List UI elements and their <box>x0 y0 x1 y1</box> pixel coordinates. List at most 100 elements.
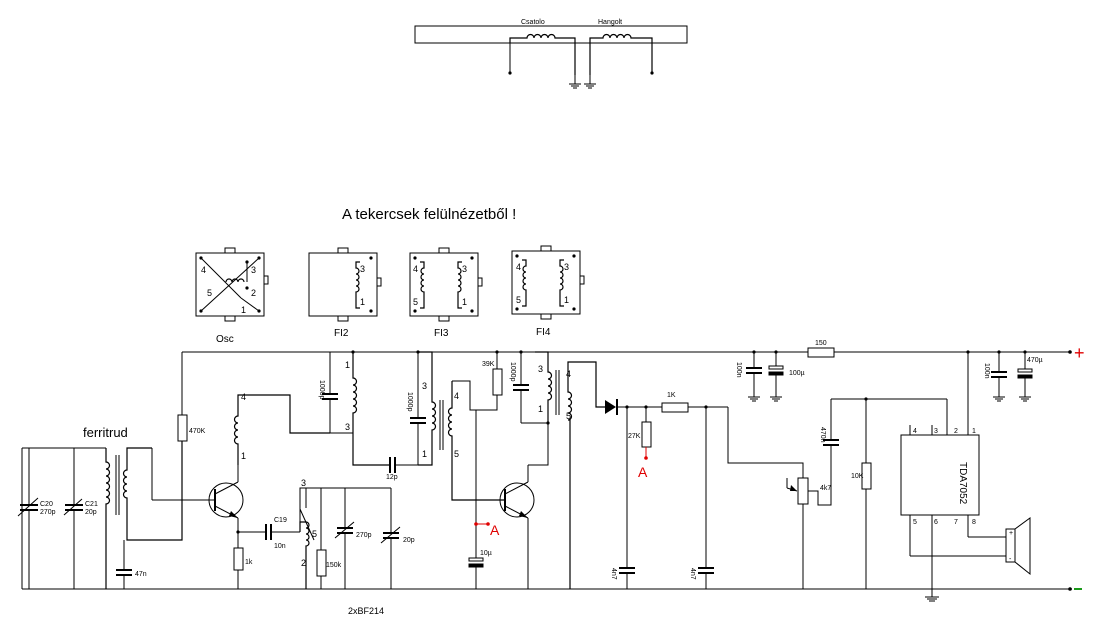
fi4-primary-coil <box>535 351 553 423</box>
resistor-150 <box>807 347 835 358</box>
tuned-coil-label: Hangolt <box>598 19 622 26</box>
svg-text:4: 4 <box>201 265 206 275</box>
resistor-10k: 10K <box>851 399 872 589</box>
resistor-1k-b: 1K <box>661 392 728 413</box>
capacitor-470n: 470n <box>819 399 839 446</box>
svg-text:470µ: 470µ <box>1027 357 1043 364</box>
capacitor-12p: 12p <box>386 457 418 481</box>
resistor-39k: 39K <box>482 352 503 396</box>
ferrite-secondary-coil <box>122 441 183 541</box>
coil-view-label-fi3: FI3 <box>434 328 449 339</box>
transistor-type-label: 2xBF214 <box>348 606 384 616</box>
svg-text:5: 5 <box>312 529 317 539</box>
svg-text:47n: 47n <box>135 571 147 578</box>
svg-text:5: 5 <box>913 519 917 526</box>
coil-view-fi4: 4 3 5 1 FI4 <box>511 245 585 338</box>
svg-text:4k7: 4k7 <box>820 485 831 492</box>
fi2-coil <box>352 352 390 466</box>
svg-text:20p: 20p <box>403 537 415 544</box>
svg-text:3: 3 <box>538 364 543 374</box>
ground-symbol <box>925 589 939 602</box>
capacitor-1000p-fi3: 1000p <box>406 392 426 465</box>
svg-text:+: + <box>1009 530 1013 537</box>
svg-text:3: 3 <box>345 422 350 432</box>
coil-view-fi2: 3 1 FI2 <box>308 247 382 339</box>
svg-text:TDA7052: TDA7052 <box>957 462 968 505</box>
svg-text:1000p: 1000p <box>509 362 516 382</box>
svg-text:5: 5 <box>516 295 521 305</box>
svg-text:C21: C21 <box>85 501 98 508</box>
capacitor-47n: 47n <box>116 540 147 589</box>
resistor-1k: 1k <box>233 532 253 589</box>
plus-terminal: + <box>1074 343 1085 363</box>
svg-text:10n: 10n <box>274 543 286 550</box>
osc-coil-collector <box>233 394 330 465</box>
coil-view-label-osc: Osc <box>216 334 234 345</box>
svg-text:4n7: 4n7 <box>689 568 696 580</box>
svg-text:8: 8 <box>972 519 976 526</box>
fi3-primary-coil <box>418 351 437 466</box>
svg-text:5: 5 <box>207 288 212 298</box>
coil-view-label-fi2: FI2 <box>334 328 349 339</box>
svg-text:3: 3 <box>934 428 938 435</box>
svg-text:2: 2 <box>301 558 306 568</box>
svg-text:3: 3 <box>422 381 427 391</box>
svg-text:100n: 100n <box>983 363 990 379</box>
svg-text:100µ: 100µ <box>789 370 805 377</box>
transistor-1 <box>208 465 244 519</box>
ferrite-primary-coil <box>105 448 111 589</box>
test-point-a-2: A <box>638 464 648 480</box>
svg-text:4: 4 <box>241 392 246 402</box>
capacitor-c21: C21 20p <box>63 448 98 589</box>
osc-tank-coil <box>299 521 310 589</box>
svg-text:1: 1 <box>241 305 246 315</box>
fi4-secondary-coil <box>567 361 605 589</box>
svg-text:5: 5 <box>566 411 571 421</box>
ground-symbol <box>569 83 596 89</box>
svg-text:470K: 470K <box>189 428 206 435</box>
svg-text:1: 1 <box>564 295 569 305</box>
coil-view-fi3: 4 3 5 1 FI3 <box>409 247 483 339</box>
svg-text:470n: 470n <box>819 427 826 443</box>
svg-text:100n: 100n <box>735 362 742 378</box>
svg-text:27K: 27K <box>628 433 641 440</box>
capacitor-4n7-a: 4n7 <box>610 567 635 589</box>
svg-text:4: 4 <box>913 428 917 435</box>
svg-text:12p: 12p <box>386 474 398 481</box>
tuned-coil <box>589 33 653 75</box>
svg-text:1: 1 <box>360 297 365 307</box>
svg-text:4n7: 4n7 <box>610 568 617 580</box>
capacitor-100u: 100µ <box>768 352 805 402</box>
potentiometer-4k7: 4k7 <box>786 445 832 589</box>
capacitor-470u: 470µ <box>1017 352 1043 402</box>
ic-tda7052: TDA7052 4 3 2 1 5 6 7 8 <box>900 352 1006 589</box>
resistor-150k: 150k <box>316 488 342 589</box>
capacitor-c20: C20 270p <box>17 448 56 589</box>
svg-text:2: 2 <box>251 288 256 298</box>
capacitor-100n-b: 100n <box>983 352 1007 402</box>
test-point-a-1: A <box>490 522 500 538</box>
resistor-27k: 27K <box>628 407 652 460</box>
capacitor-20p: 20p <box>380 488 415 589</box>
svg-text:1: 1 <box>241 451 246 461</box>
capacitor-4n7-b: 4n7 <box>689 567 714 589</box>
svg-text:39K: 39K <box>482 361 495 368</box>
top-coil-diagram: Csatolo Hangolt <box>414 19 688 89</box>
svg-text:4: 4 <box>454 391 459 401</box>
svg-text:-: - <box>1009 556 1012 563</box>
svg-text:3: 3 <box>251 265 256 275</box>
svg-text:4: 4 <box>566 369 571 379</box>
resistor-470k: 470K <box>177 352 206 442</box>
svg-text:3: 3 <box>462 264 467 274</box>
ferrite-rod-label: ferritrud <box>83 425 128 440</box>
svg-text:C19: C19 <box>274 517 287 524</box>
coupling-coil <box>509 33 576 75</box>
svg-text:270p: 270p <box>40 509 56 516</box>
svg-text:1000p: 1000p <box>318 380 325 400</box>
transistor-2 <box>499 465 535 589</box>
svg-text:C20: C20 <box>40 501 53 508</box>
svg-text:20p: 20p <box>85 509 97 516</box>
coil-view-label-fi4: FI4 <box>536 327 551 338</box>
heading: A tekercsek felülnézetből ! <box>342 206 516 223</box>
svg-text:150k: 150k <box>326 562 342 569</box>
